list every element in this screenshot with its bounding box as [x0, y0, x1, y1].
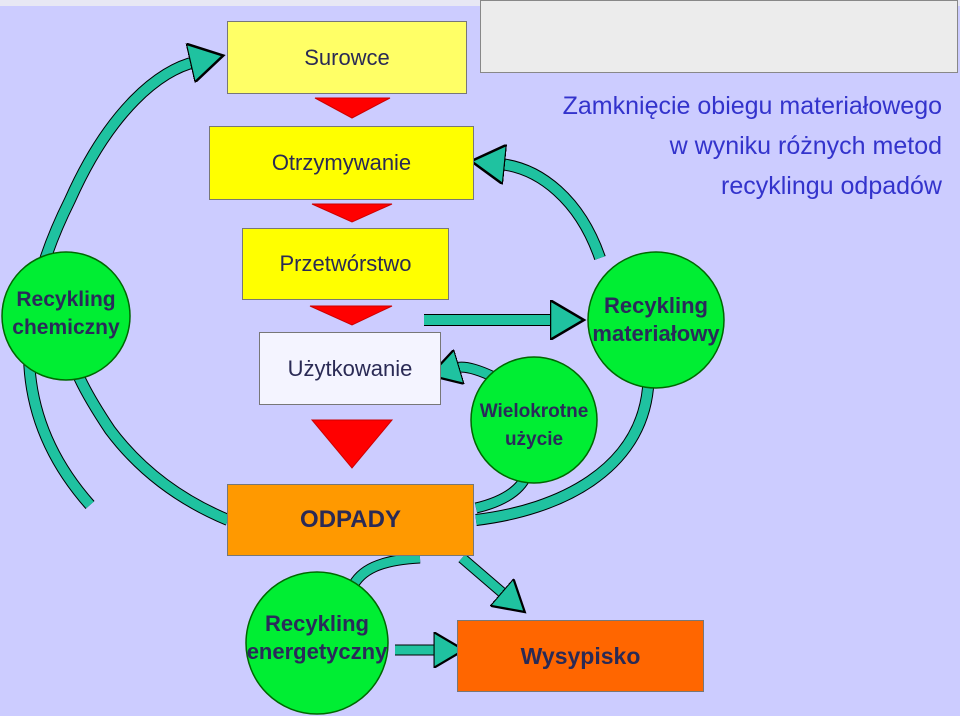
waste-to-landfill-arrow — [458, 553, 505, 595]
circle-reuse-line1: Wielokrotne — [479, 401, 589, 422]
title-line-1: Zamknięcie obiegu materiałowego — [562, 92, 942, 120]
title-line-3: recyklingu odpadów — [721, 172, 942, 200]
box-odpady-label: ODPADY — [300, 506, 401, 533]
box-otrzymywanie: Otrzymywanie — [209, 126, 474, 200]
circle-reuse-line2: użycie — [504, 429, 564, 450]
circle-energy-recycling — [245, 571, 389, 715]
box-uzytkowanie: Użytkowanie — [259, 332, 441, 405]
box-przetworstwo-label: Przetwórstwo — [279, 251, 412, 276]
circle-material-line2: materiałowy — [592, 321, 720, 346]
circle-material-recycling — [587, 251, 725, 389]
box-uzytkowanie-label: Użytkowanie — [287, 355, 413, 381]
circle-chemical-recycling — [1, 251, 131, 381]
down-arrow-big — [310, 419, 394, 469]
box-odpady: ODPADY — [227, 484, 474, 556]
circle-reuse-label: Wielokrotne użycie — [470, 398, 598, 454]
circle-reuse — [470, 356, 598, 484]
box-wysypisko-label: Wysypisko — [520, 642, 641, 669]
circle-chemical-recycling-label: Recykling chemiczny — [0, 286, 132, 342]
circle-material-recycling-label: Recykling materiałowy — [588, 292, 724, 348]
down-arrow-3 — [309, 305, 393, 326]
circle-chemical-line1: Recykling — [16, 288, 116, 311]
header-placeholder-box — [480, 0, 958, 73]
title-line-2: w wyniku różnych metod — [669, 132, 942, 160]
circle-energy-line1: Recykling — [265, 611, 369, 636]
circle-material-line1: Recykling — [604, 293, 708, 318]
box-wysypisko: Wysypisko — [457, 620, 704, 692]
box-surowce: Surowce — [227, 21, 467, 94]
box-surowce-label: Surowce — [304, 44, 390, 70]
down-arrow-1 — [314, 97, 391, 119]
box-otrzymywanie-label: Otrzymywanie — [271, 150, 412, 175]
down-arrow-2 — [311, 203, 393, 223]
box-przetworstwo: Przetwórstwo — [242, 228, 449, 300]
circle-energy-recycling-label: Recykling energetyczny — [242, 610, 392, 666]
chemical-recycling-cycle-arrow — [23, 62, 231, 526]
circle-chemical-line2: chemiczny — [12, 316, 120, 339]
circle-energy-line2: energetyczny — [246, 639, 388, 664]
diagram-title: Zamknięcie obiegu materiałowego w wyniku… — [502, 86, 942, 206]
